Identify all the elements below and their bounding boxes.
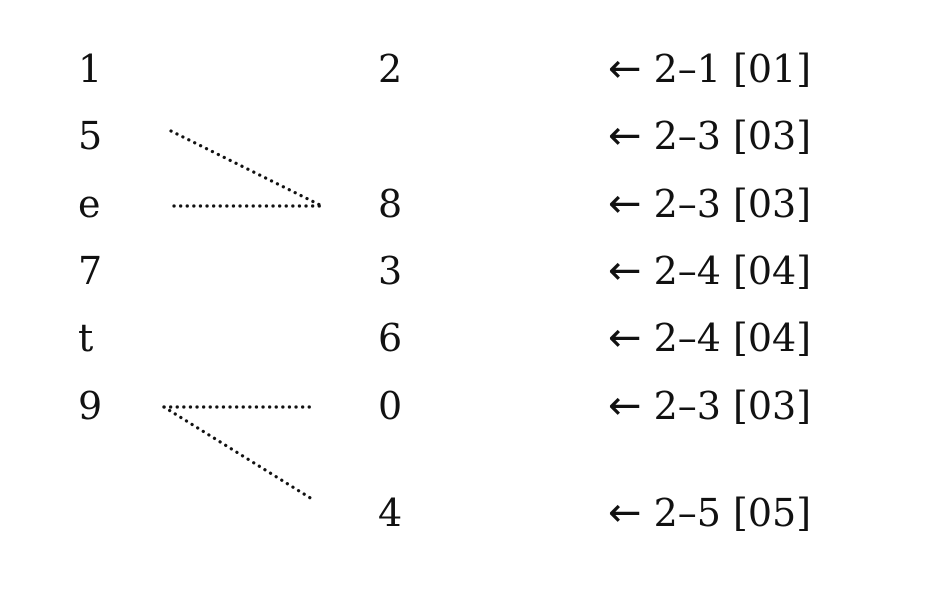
left-item-6: 9 — [78, 384, 103, 428]
right-label-5: 2–4 [04] — [653, 316, 812, 360]
right-item-2: ← 2–3 [03] — [608, 114, 811, 158]
left-item-1: 1 — [78, 47, 103, 91]
connector-9-to-4 — [162, 405, 314, 501]
right-item-7: ← 2–5 [05] — [608, 491, 811, 535]
middle-item-2: 8 — [378, 182, 403, 226]
middle-item-6: 4 — [378, 491, 403, 535]
right-label-6: 2–3 [03] — [653, 384, 812, 428]
left-arrow-icon: ← — [608, 181, 642, 227]
right-item-6: ← 2–3 [03] — [608, 384, 811, 428]
connector-5-to-8 — [169, 129, 324, 208]
middle-item-1: 2 — [378, 47, 403, 91]
left-arrow-icon: ← — [608, 315, 642, 361]
right-label-3: 2–3 [03] — [653, 182, 812, 226]
left-item-2: 5 — [78, 114, 103, 158]
left-item-5: t — [78, 316, 94, 360]
left-arrow-icon: ← — [608, 383, 642, 429]
right-label-2: 2–3 [03] — [653, 114, 812, 158]
right-item-4: ← 2–4 [04] — [608, 249, 811, 293]
left-item-4: 7 — [78, 249, 103, 293]
left-item-3: e — [78, 182, 101, 226]
left-arrow-icon: ← — [608, 490, 642, 536]
left-arrow-icon: ← — [608, 113, 642, 159]
middle-item-3: 3 — [378, 249, 403, 293]
right-label-4: 2–4 [04] — [653, 249, 812, 293]
left-arrow-icon: ← — [608, 248, 642, 294]
right-item-3: ← 2–3 [03] — [608, 182, 811, 226]
left-arrow-icon: ← — [608, 46, 642, 92]
right-label-1: 2–1 [01] — [653, 47, 812, 91]
right-item-5: ← 2–4 [04] — [608, 316, 811, 360]
middle-item-4: 6 — [378, 316, 403, 360]
right-item-1: ← 2–1 [01] — [608, 47, 811, 91]
middle-item-5: 0 — [378, 384, 403, 428]
right-label-7: 2–5 [05] — [653, 491, 812, 535]
